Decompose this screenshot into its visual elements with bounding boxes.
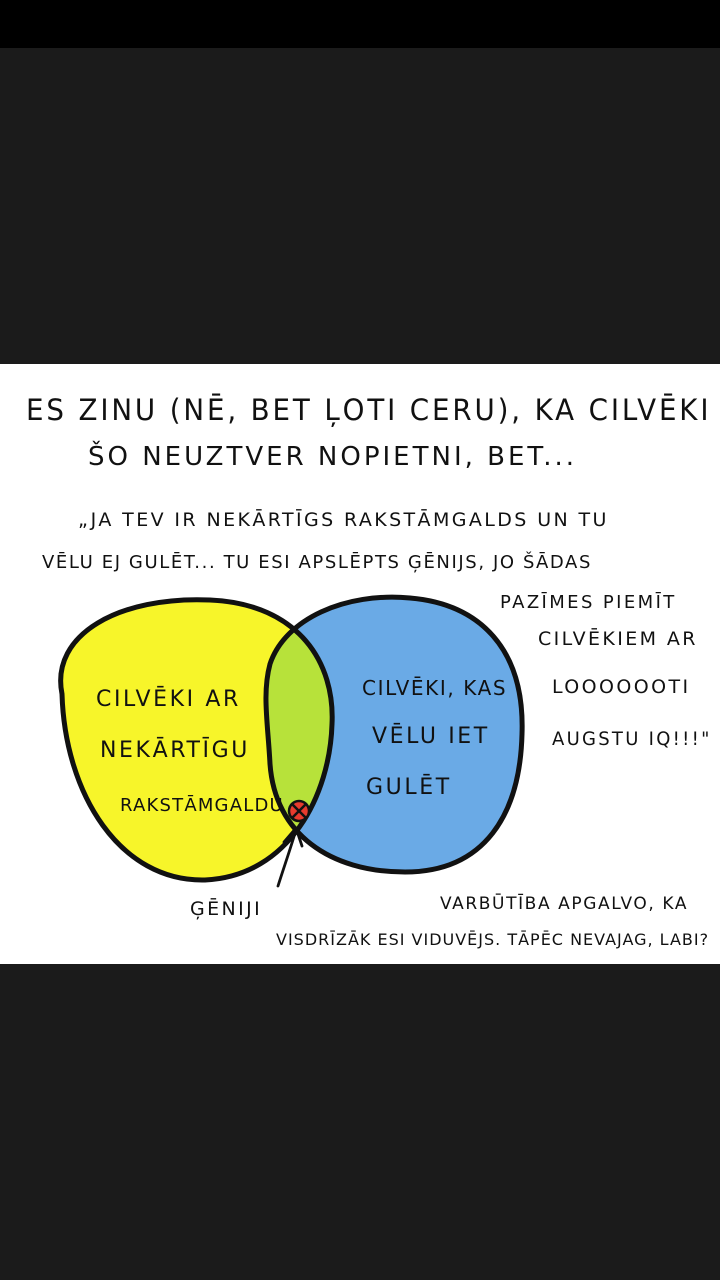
genius-label: ĢĒNIJI [190,898,263,920]
quote-line-3: PAZĪMES PIEMĪT [500,592,677,613]
venn-right-outline [263,594,525,875]
venn-left-outline [58,597,335,883]
venn-diagram [58,594,525,888]
quote-line-6: AUGSTU IQ!!!" [552,728,712,750]
comic-image: ES ZINU (NĒ, BET ĻOTI CERU), KA CILVĒKI … [0,364,720,964]
quote-line-4: CILVĒKIEM AR [538,628,698,650]
arrow-icon [276,826,304,888]
footer-line-2: VISDRĪZĀK ESI VIDUVĒJS. TĀPĒC NEVAJAG, L… [276,930,710,949]
right-circle-line-3: GULĒT [366,775,452,800]
quote-line-2: VĒLU EJ GULĒT... TU ESI APSLĒPTS ĢĒNIJS,… [42,552,592,573]
left-circle-line-2: NEKĀRTĪGU [100,738,250,763]
right-circle-line-1: CILVĒKI, KAS [362,676,508,700]
title-line-1: ES ZINU (NĒ, BET ĻOTI CERU), KA CILVĒKI [26,393,712,427]
left-circle-line-1: CILVĒKI AR [96,687,241,712]
left-circle-line-3: RAKSTĀMGALDU [120,795,284,816]
genius-marker-cross [291,803,307,819]
quote-line-5: LOOOOOOTI [552,676,691,698]
right-circle-line-2: VĒLU IET [372,724,490,749]
venn-right-circle [265,597,523,872]
venn-left-circle [60,599,333,881]
status-bar [0,0,720,48]
quote-line-1: „JA TEV IR NEKĀRTĪGS RAKSTĀMGALDS UN TU [78,509,609,531]
title-line-2: ŠO NEUZTVER NOPIETNI, BET... [88,442,577,472]
footer-line-1: VARBŪTĪBA APGALVO, KA [440,894,689,914]
